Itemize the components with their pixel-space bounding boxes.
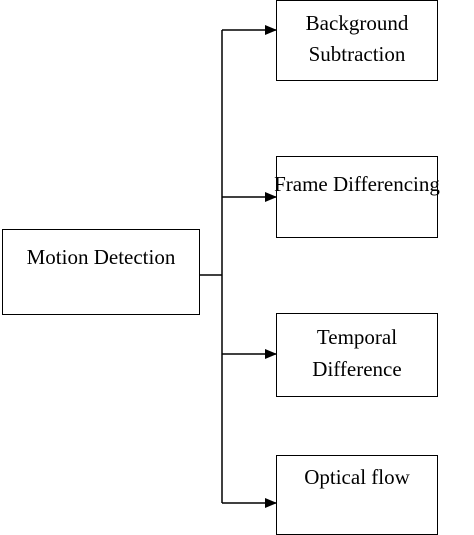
optical-flow-box: Optical flow — [276, 455, 438, 535]
background-subtraction-label-line1: Background — [305, 11, 409, 35]
temporal-difference-label-line1: Temporal — [316, 325, 398, 349]
temporal-difference-box: Temporal Difference — [276, 313, 438, 397]
background-subtraction-label-line2: Subtraction — [308, 42, 406, 66]
frame-differencing-box: Frame Differencing — [274, 156, 440, 238]
motion-detection-label: Motion Detection — [26, 245, 176, 269]
temporal-difference-label-line2: Difference — [312, 357, 402, 381]
optical-flow-label: Optical flow — [304, 465, 410, 489]
frame-differencing-label: Frame Differencing — [274, 172, 440, 196]
background-subtraction-box: Background Subtraction — [276, 0, 438, 81]
motion-detection-box: Motion Detection — [2, 229, 200, 315]
